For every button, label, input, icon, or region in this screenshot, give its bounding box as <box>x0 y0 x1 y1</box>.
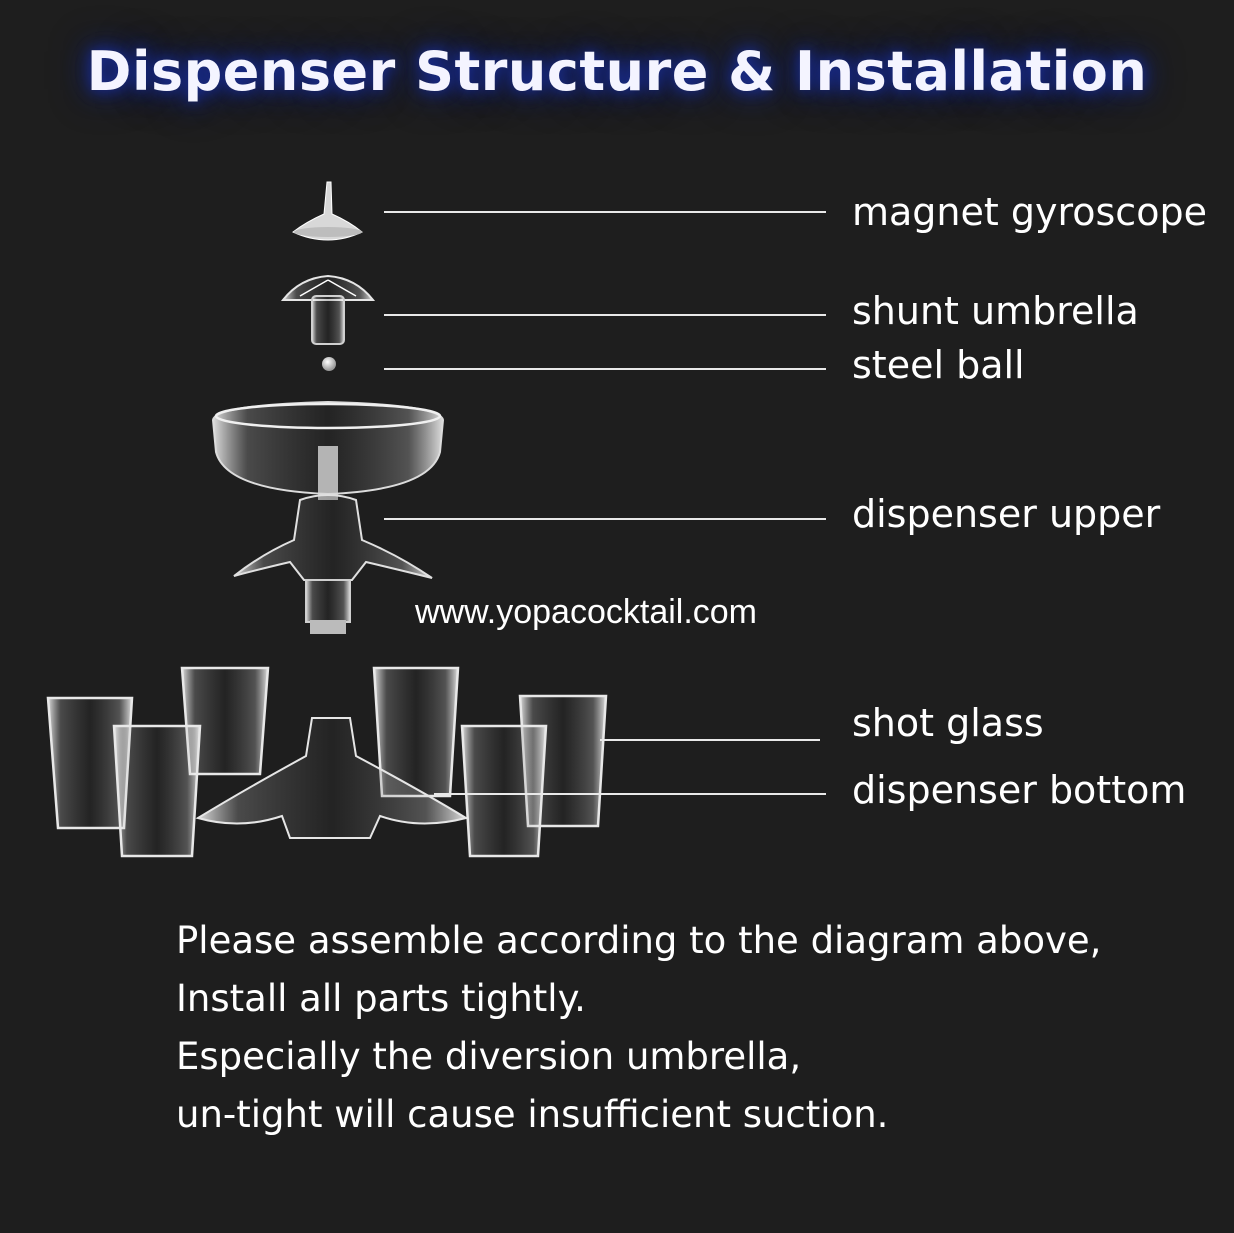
magnet-gyroscope-part <box>292 181 363 241</box>
dispenser-bottom-part <box>195 717 469 839</box>
leader-line-steel-ball <box>384 368 826 370</box>
instruction-line: Install all parts tightly. <box>176 977 586 1020</box>
leader-line-shunt-umbrella <box>384 314 826 316</box>
instruction-line: un-tight will cause insufficient suction… <box>176 1093 889 1136</box>
instruction-line: Especially the diversion umbrella, <box>176 1035 802 1078</box>
label-magnet-gyroscope: magnet gyroscope <box>852 190 1207 234</box>
label-steel-ball: steel ball <box>852 343 1025 387</box>
steel-ball-part <box>322 357 336 371</box>
website-watermark: www.yopacocktail.com <box>415 593 758 631</box>
label-shunt-umbrella: shunt umbrella <box>852 289 1139 333</box>
leader-line-magnet-gyroscope <box>384 211 826 213</box>
leader-line-dispenser-bottom <box>434 793 826 795</box>
assembly-instructions: Please assemble according to the diagram… <box>176 912 1101 1144</box>
diagram-title: Dispenser Structure & Installation <box>86 40 1148 103</box>
shunt-umbrella-part <box>280 274 376 345</box>
dispenser-upper-part <box>211 400 445 634</box>
leader-line-shot-glass <box>600 739 820 741</box>
label-shot-glass: shot glass <box>852 701 1044 745</box>
instruction-line: Please assemble according to the diagram… <box>176 919 1102 962</box>
label-dispenser-bottom: dispenser bottom <box>852 768 1187 812</box>
leader-line-dispenser-upper <box>384 518 826 520</box>
label-dispenser-upper: dispenser upper <box>852 492 1161 536</box>
